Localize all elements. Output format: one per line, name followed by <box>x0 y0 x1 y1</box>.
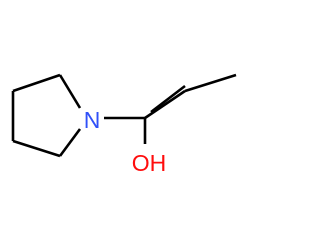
bond-n-c1 <box>58 74 82 109</box>
bond-methyl <box>184 73 237 93</box>
atom-label-hydroxyl: OH <box>132 150 167 176</box>
double-bond-enol <box>144 84 186 120</box>
bond-c4-n <box>58 128 82 157</box>
bond-c1-c2 <box>12 73 61 93</box>
double-bond-outer <box>144 89 186 120</box>
pyrrolidine-ring <box>11 73 82 158</box>
atom-label-nitrogen: N <box>84 107 101 133</box>
molecule-structure-diagram: N OH <box>0 0 250 250</box>
double-bond-inner <box>150 84 186 114</box>
bond-c3-c4 <box>12 139 61 158</box>
canvas-background <box>0 0 250 250</box>
